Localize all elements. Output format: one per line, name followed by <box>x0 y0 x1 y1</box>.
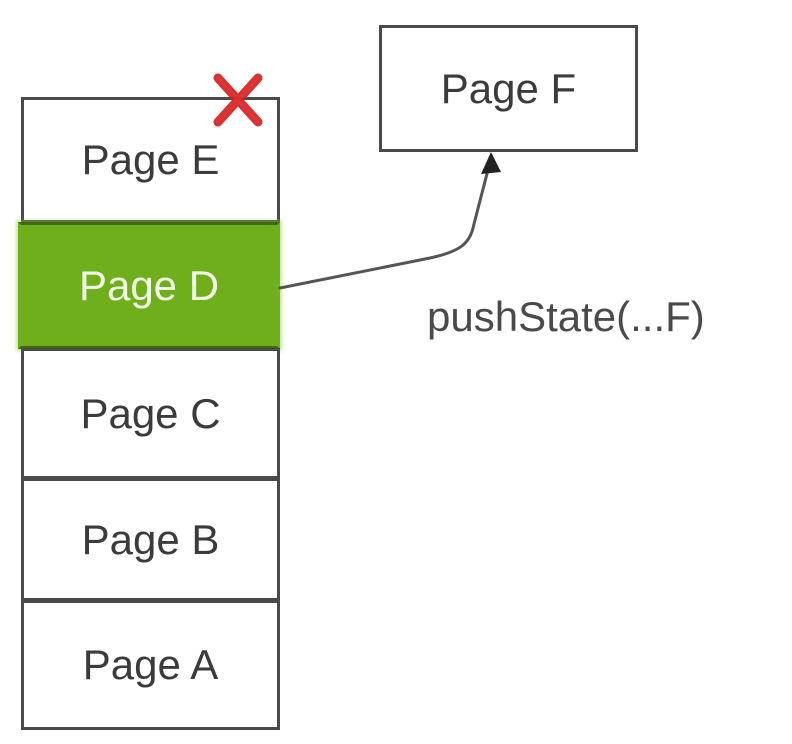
page-box-e-label: Page E <box>81 136 220 183</box>
page-box-a[interactable]: Page A <box>21 600 280 730</box>
page-box-a-label: Page A <box>82 641 219 688</box>
page-box-d-current[interactable]: Page D <box>18 222 280 349</box>
page-box-f-label: Page F <box>440 64 577 112</box>
page-box-c-label: Page C <box>80 389 221 437</box>
page-box-f[interactable]: Page F <box>379 25 638 152</box>
page-box-b-label: Page B <box>81 515 220 563</box>
page-box-b[interactable]: Page B <box>21 478 280 601</box>
page-box-c[interactable]: Page C <box>21 348 280 479</box>
page-box-e[interactable]: Page E <box>21 97 280 223</box>
pushstate-annotation: pushState(...F) <box>427 293 705 340</box>
page-box-d-label: Page D <box>78 261 220 309</box>
